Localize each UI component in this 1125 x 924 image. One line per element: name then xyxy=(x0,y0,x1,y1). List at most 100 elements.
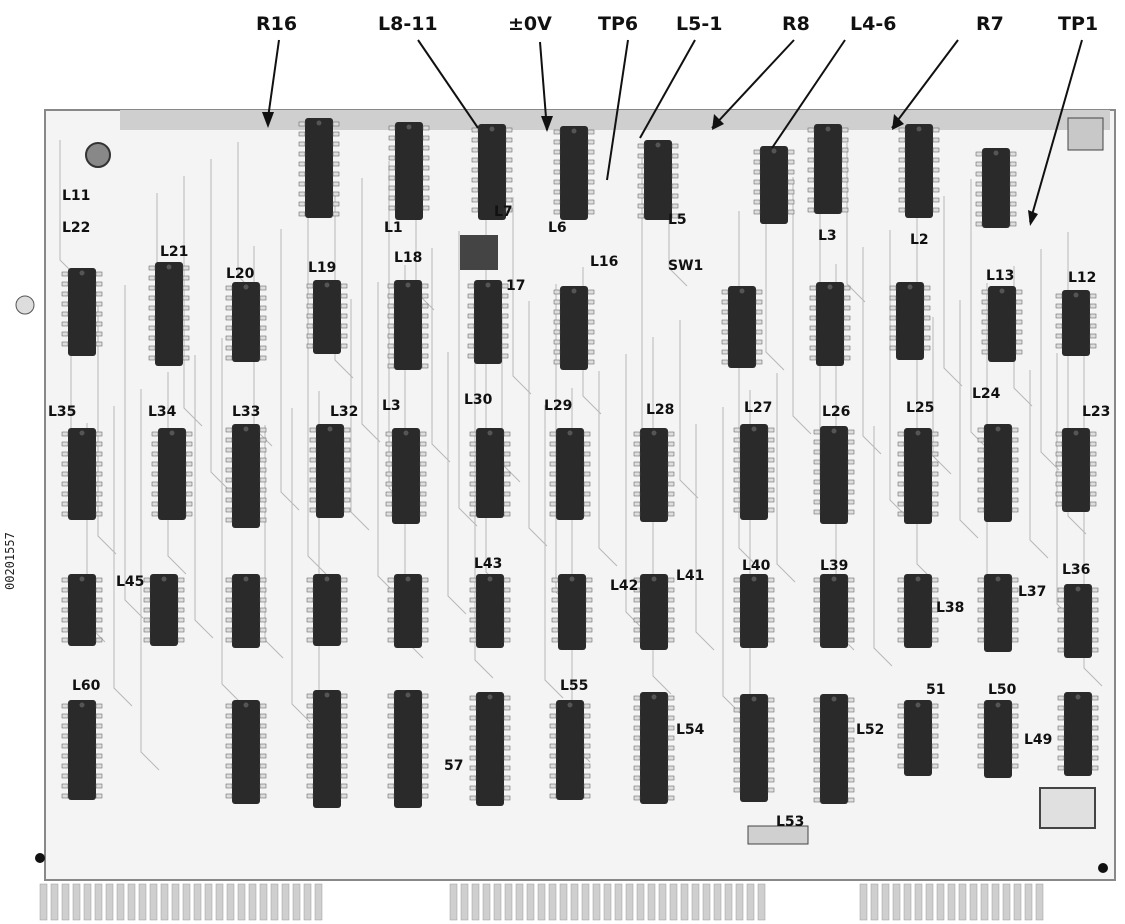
trimmer-capacitor xyxy=(85,142,111,168)
label-l52: L52 xyxy=(856,722,884,738)
label-l60: L60 xyxy=(72,678,101,694)
ic-chip xyxy=(467,280,509,364)
edge-connector xyxy=(39,883,1044,921)
label-l54: L54 xyxy=(676,722,705,738)
ic-chip xyxy=(977,700,1019,778)
label-l27: L27 xyxy=(744,400,772,416)
label-l13: L13 xyxy=(986,268,1014,284)
ic-chip xyxy=(977,424,1019,522)
ic-chip xyxy=(469,428,511,518)
label-l45: L45 xyxy=(116,574,144,590)
ic-chip xyxy=(897,574,939,648)
ic-chip xyxy=(721,286,763,368)
ic-chip xyxy=(733,574,775,648)
label-l11: L11 xyxy=(62,188,90,204)
ic-chip xyxy=(471,124,513,220)
callout-arrowheads xyxy=(262,112,1038,226)
label-l34: L34 xyxy=(148,404,177,420)
ic-chip xyxy=(1055,290,1097,356)
callout-tp6: TP6 xyxy=(598,13,638,35)
ic-chip xyxy=(977,574,1019,652)
label-l25: L25 xyxy=(906,400,934,416)
callout-leaders xyxy=(267,39,1083,223)
ic-chip xyxy=(148,262,190,366)
ic-chips xyxy=(61,118,1099,808)
label-l55: L55 xyxy=(560,678,588,694)
ic-chip xyxy=(469,692,511,806)
ic-chip xyxy=(225,574,267,648)
label-l33: L33 xyxy=(232,404,260,420)
ic-chip xyxy=(897,428,939,524)
label-l2: L2 xyxy=(910,232,929,248)
callout-0v: ±0V xyxy=(508,13,552,35)
ic-chip xyxy=(981,286,1023,362)
label-l50: L50 xyxy=(988,682,1017,698)
ic-chip xyxy=(225,282,267,362)
ic-chip xyxy=(1057,692,1099,776)
ic-chip xyxy=(306,280,348,354)
label-l6: L6 xyxy=(548,220,567,236)
label-l7: L7 xyxy=(494,204,513,220)
label-l43: L43 xyxy=(474,556,502,572)
label-l31: L3 xyxy=(382,398,401,414)
ic-chip xyxy=(549,428,591,520)
ic-chip xyxy=(553,286,595,370)
label-l57: 57 xyxy=(444,758,463,774)
callout-l8-11: L8-11 xyxy=(378,13,438,35)
board-dot-right xyxy=(1098,863,1108,873)
ic-chip xyxy=(633,574,675,650)
label-l29: L29 xyxy=(544,398,572,414)
label-l24: L24 xyxy=(972,386,1001,402)
label-l18: L18 xyxy=(394,250,422,266)
ic-chip xyxy=(151,428,193,520)
label-l17: 17 xyxy=(506,278,525,294)
label-l30: L30 xyxy=(464,392,493,408)
ic-chip xyxy=(753,146,795,224)
ic-chip xyxy=(633,692,675,804)
label-l42: L42 xyxy=(610,578,638,594)
ic-chip xyxy=(813,426,855,524)
callout-l5-1: L5-1 xyxy=(676,13,722,35)
ic-chip xyxy=(387,574,429,648)
ic-chip xyxy=(61,268,103,356)
ic-chip xyxy=(551,574,593,650)
ic-chip xyxy=(633,428,675,522)
board-dot-left xyxy=(35,853,45,863)
label-l40: L40 xyxy=(742,558,771,574)
ic-chip xyxy=(897,700,939,776)
side-serial-code: 00201557 xyxy=(3,532,17,590)
label-l21: L21 xyxy=(160,244,188,260)
ic-chip xyxy=(549,700,591,800)
label-l32: L32 xyxy=(330,404,358,420)
ic-chip xyxy=(809,282,851,366)
ic-chip xyxy=(385,428,427,524)
label-l35: L35 xyxy=(48,404,76,420)
ic-chip xyxy=(61,700,103,800)
label-l41: L41 xyxy=(676,568,704,584)
callout-tp1: TP1 xyxy=(1058,13,1098,35)
ic-chip xyxy=(637,140,679,220)
label-l36: L36 xyxy=(1062,562,1090,578)
ic-chip xyxy=(306,690,348,808)
ic-chip xyxy=(387,280,429,370)
ic-chip xyxy=(298,118,340,218)
label-sw1: SW1 xyxy=(668,258,703,274)
label-l26: L26 xyxy=(822,404,850,420)
ic-chip xyxy=(889,282,931,360)
ic-chip xyxy=(898,124,940,218)
ic-chip xyxy=(1057,584,1099,658)
label-l38: L38 xyxy=(936,600,964,616)
label-l39: L39 xyxy=(820,558,848,574)
ic-chip xyxy=(61,428,103,520)
ic-chip xyxy=(813,574,855,648)
label-l12: L12 xyxy=(1068,270,1096,286)
ic-chip xyxy=(143,574,185,646)
ic-chip xyxy=(1055,428,1097,512)
callout-r16: R16 xyxy=(256,13,297,35)
label-l51: 51 xyxy=(926,682,945,698)
label-l28: L28 xyxy=(646,402,674,418)
ic-chip xyxy=(309,424,351,518)
label-l23: L23 xyxy=(1082,404,1110,420)
label-l22: L22 xyxy=(62,220,90,236)
